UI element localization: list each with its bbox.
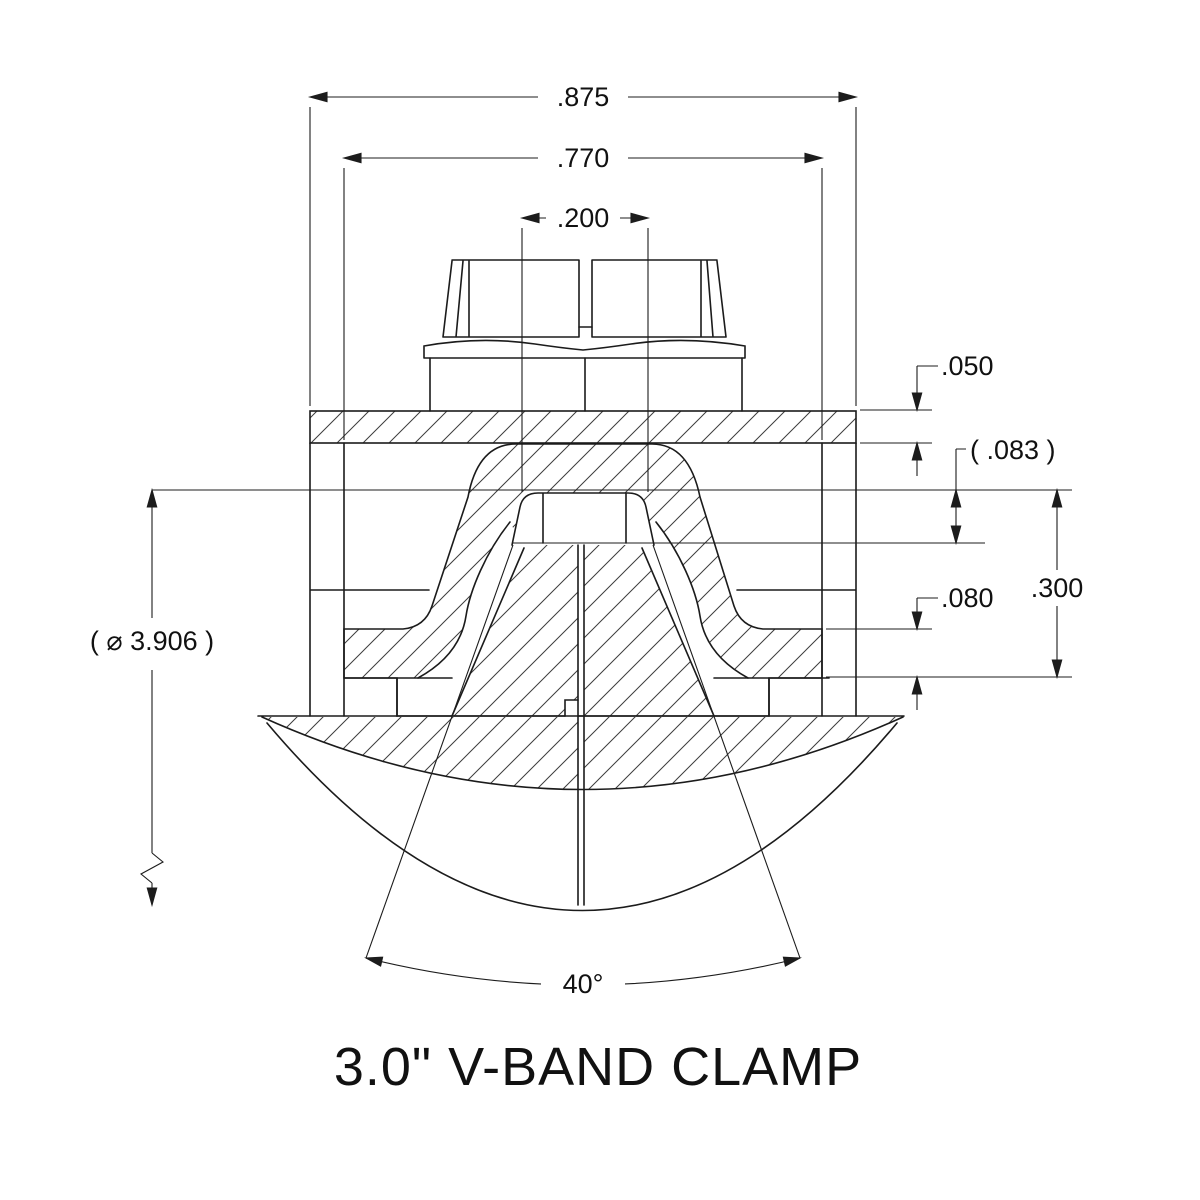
tbolt-pocket-outline — [511, 492, 655, 546]
dim-foot-height: .080 — [826, 583, 994, 710]
band-strip-outline — [309, 410, 857, 444]
dim-retainer-height: .300 — [826, 487, 1084, 680]
retainer-bell-outline — [343, 443, 823, 717]
dim-inner-width-label: .770 — [557, 143, 610, 173]
section-cutouts — [397, 493, 769, 905]
dim-retainer-height-label: .300 — [1031, 573, 1084, 603]
flange-wedge-outline — [257, 715, 905, 791]
dim-band-thickness: .050 — [860, 351, 994, 476]
dim-slot-width: .200 — [519, 203, 651, 492]
tbolt-pocket-cutout — [512, 493, 654, 545]
retainer-inner-wall-right — [655, 521, 749, 679]
pipe-outer-arc — [266, 722, 898, 912]
dim-band-thickness-label: .050 — [941, 351, 994, 381]
band-strip-hatch — [310, 411, 856, 443]
dim-inner-width: .770 — [341, 143, 825, 440]
drawing-title: 3.0" V-BAND CLAMP — [334, 1037, 862, 1097]
dim-overall-width-label: .875 — [557, 82, 610, 112]
nut-hex-body — [429, 357, 743, 412]
retainer-inner-wall-left — [417, 521, 511, 679]
part-outlines — [257, 259, 905, 912]
vface-edge-left — [451, 547, 525, 717]
dimensions: .875 .770 .200 .050 ( .083 ) — [90, 82, 1083, 1000]
dim-flange-diameter: ( ⌀ 3.906 ) — [90, 487, 214, 908]
nut-flange — [423, 339, 746, 359]
bolt-stem-cutout — [578, 545, 584, 905]
dim-foot-height-label: .080 — [941, 583, 994, 613]
wedge-notch-outline — [564, 699, 579, 717]
housing-columns — [309, 442, 857, 717]
bolt-stem-lines — [577, 544, 585, 906]
dim-overall-width: .875 — [307, 82, 859, 406]
dim-wall-ref: ( .083 ) — [152, 435, 1072, 546]
left-opening-cutout — [397, 522, 524, 716]
right-opening-cutout — [642, 522, 769, 716]
vface-edge-right — [641, 547, 715, 717]
wedge-notch-cutout — [565, 700, 578, 716]
dim-v-angle: 40° — [364, 544, 802, 1000]
dim-slot-width-label: .200 — [557, 203, 610, 233]
nut-prongs — [442, 259, 727, 338]
dim-wall-ref-label: ( .083 ) — [970, 435, 1056, 465]
dim-v-angle-label: 40° — [563, 969, 604, 999]
dim-flange-diameter-label: ( ⌀ 3.906 ) — [90, 626, 214, 656]
